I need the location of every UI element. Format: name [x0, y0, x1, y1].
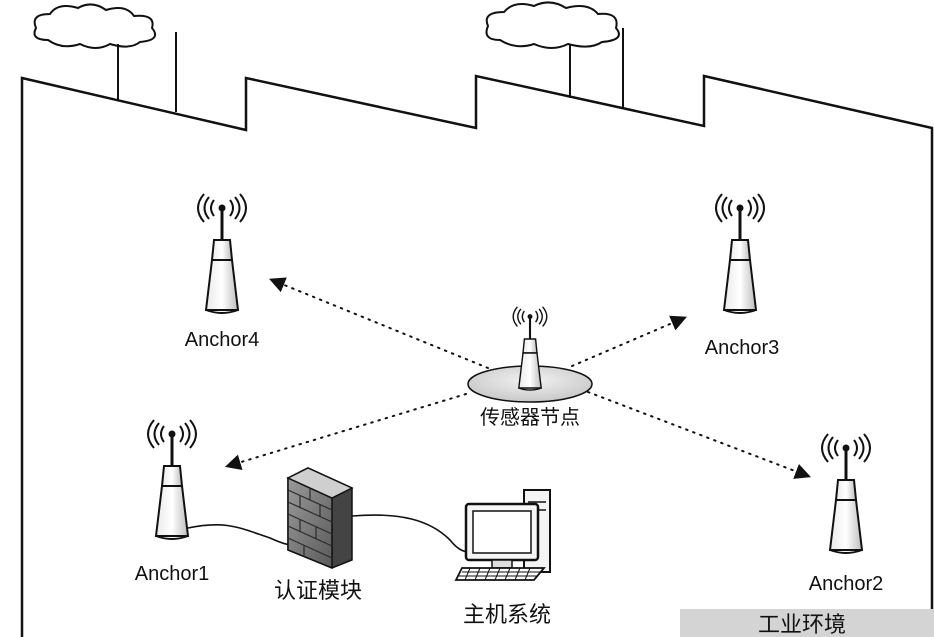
- anchor1-label: Anchor1: [135, 563, 210, 585]
- computer-icon: [454, 489, 551, 581]
- anchor3-label: Anchor3: [705, 337, 780, 359]
- antenna-icon: [196, 192, 248, 315]
- antenna-icon: [714, 192, 766, 315]
- antenna-icon: [146, 418, 198, 541]
- antenna-icon: [820, 432, 872, 555]
- cloud-icon: [33, 3, 156, 49]
- chimney-icon: [569, 28, 624, 108]
- signal-links: [224, 277, 811, 479]
- environment-banner: [680, 609, 934, 637]
- link-anchor4: [269, 277, 489, 369]
- anchor2-label: Anchor2: [809, 573, 884, 595]
- chimney-icon: [117, 32, 177, 112]
- cloud-icon: [485, 1, 620, 49]
- auth-module-label: 认证模块: [274, 578, 362, 603]
- link-anchor1: [224, 393, 467, 470]
- factory-outline: [20, 74, 934, 637]
- host-system-label: 主机系统: [463, 602, 551, 627]
- anchor4-label: Anchor4: [185, 329, 260, 351]
- link-anchor3: [571, 315, 687, 367]
- link-anchor2: [587, 391, 811, 479]
- environment-label: 工业环境: [758, 612, 846, 637]
- firewall-icon: [286, 467, 354, 570]
- sensor-node-label: 传感器节点: [480, 406, 580, 429]
